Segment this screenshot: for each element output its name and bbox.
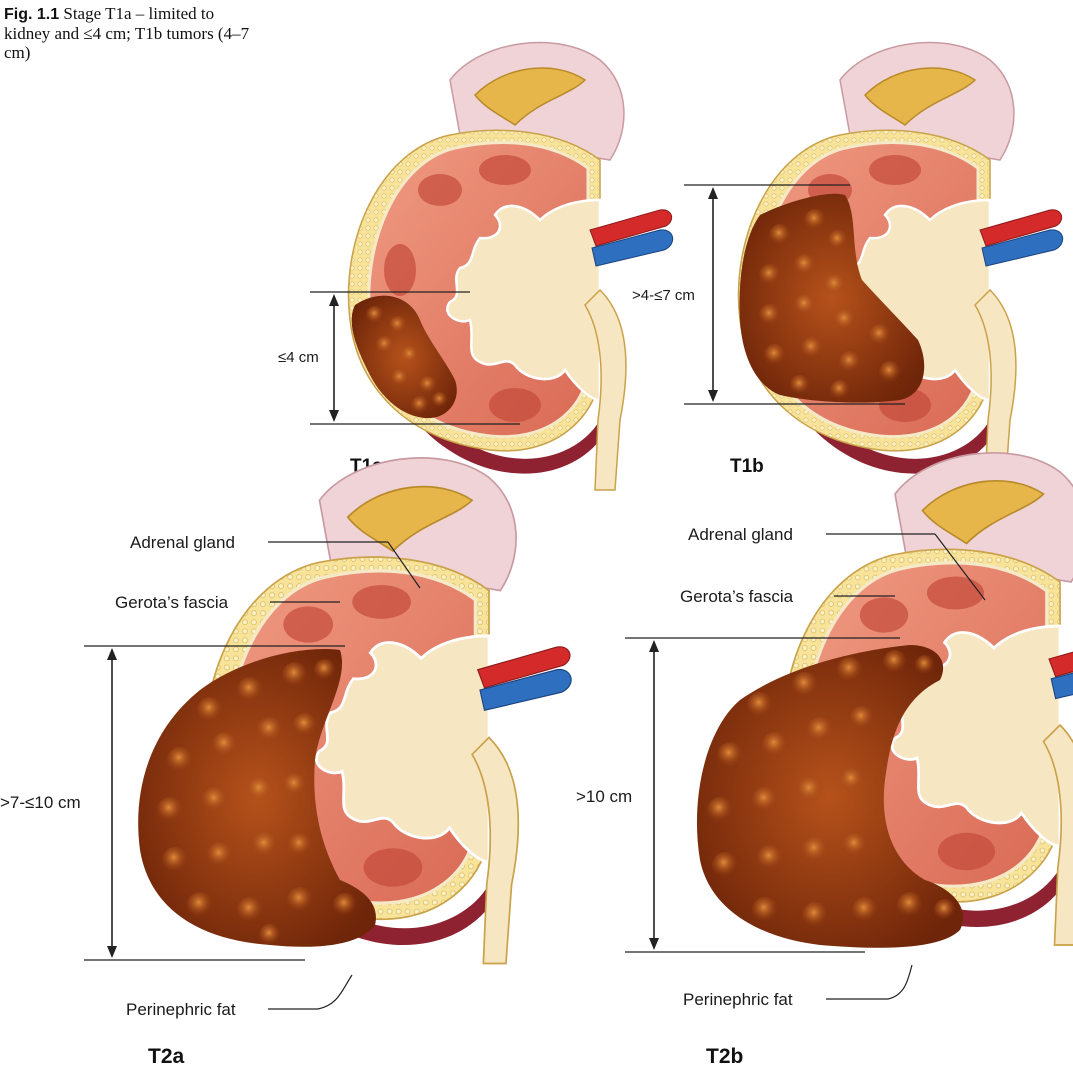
adrenal-gland-label-t2a: Adrenal gland xyxy=(130,533,235,552)
stage-label-t1b: T1b xyxy=(730,456,764,477)
perinephric-fat-label-t2a: Perinephric fat xyxy=(126,1000,236,1019)
panel-t1a: ≤4 cm T1a xyxy=(278,43,673,490)
measure-label-t1b: >4-≤7 cm xyxy=(632,287,695,304)
kidney-illustration-t1a xyxy=(348,43,672,490)
measure-label-t1a: ≤4 cm xyxy=(278,349,319,366)
panel-t2a: >7-≤10 cm Adrenal gland Gerota’s fascia … xyxy=(0,458,571,1068)
measure-label-t2b: >10 cm xyxy=(576,787,632,806)
gerotas-fascia-label-t2b: Gerota’s fascia xyxy=(680,587,794,606)
stage-label-t2a: T2a xyxy=(148,1045,185,1068)
measure-label-t2a: >7-≤10 cm xyxy=(0,793,81,812)
panel-t2b: >10 cm Adrenal gland Gerota’s fascia Per… xyxy=(576,453,1073,1068)
adrenal-gland-label-t2b: Adrenal gland xyxy=(688,525,793,544)
perinephric-fat-label-t2b: Perinephric fat xyxy=(683,990,793,1009)
stage-label-t2b: T2b xyxy=(706,1045,743,1068)
panel-t1b: >4-≤7 cm T1b xyxy=(632,43,1063,490)
gerotas-fascia-label-t2a: Gerota’s fascia xyxy=(115,593,229,612)
